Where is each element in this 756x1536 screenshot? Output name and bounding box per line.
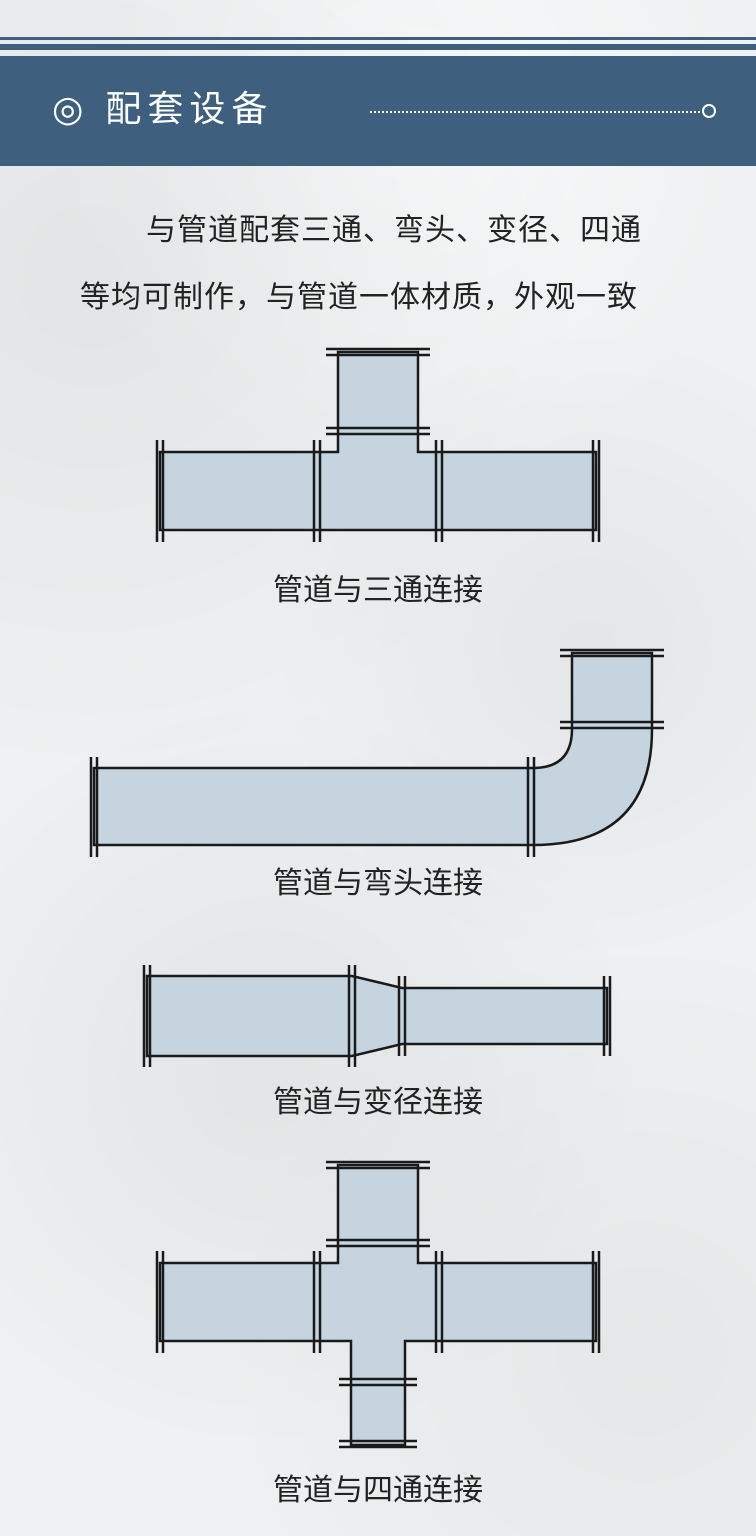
- top-rule-thin: [0, 37, 756, 40]
- elbow-diagram: [89, 648, 664, 857]
- elbow-pipe-body: [92, 651, 654, 847]
- tee-pipe-body: [158, 350, 598, 532]
- intro-line-1: 与管道配套三通、弯头、变径、四通: [146, 213, 642, 248]
- caption-cross: 管道与四通连接: [273, 1473, 483, 1508]
- tee-diagram: [155, 347, 601, 542]
- tee-flanges: [155, 347, 601, 542]
- section-title-text: 配套设备: [105, 89, 274, 130]
- cross-pipe-body: [158, 1163, 598, 1447]
- ring-end-icon: [702, 104, 716, 118]
- reducer-diagram: [142, 965, 612, 1067]
- section-title: ◎ 配套设备: [52, 82, 273, 138]
- cross-flanges: [155, 1160, 601, 1449]
- elbow-flanges: [89, 648, 664, 857]
- cross-diagram: [155, 1160, 601, 1449]
- caption-tee: 管道与三通连接: [273, 573, 483, 608]
- section-header: ◎ 配套设备: [0, 56, 756, 166]
- intro-line-2: 等均可制作，与管道一体材质，外观一致: [80, 280, 638, 315]
- top-rule-thick: [0, 44, 756, 50]
- reducer-flanges: [142, 965, 612, 1067]
- reducer-pipe-body: [145, 974, 609, 1058]
- double-circle-icon: ◎: [52, 89, 84, 130]
- caption-elbow: 管道与弯头连接: [273, 866, 483, 901]
- caption-reducer: 管道与变径连接: [273, 1085, 483, 1120]
- dotted-leader: [370, 111, 700, 113]
